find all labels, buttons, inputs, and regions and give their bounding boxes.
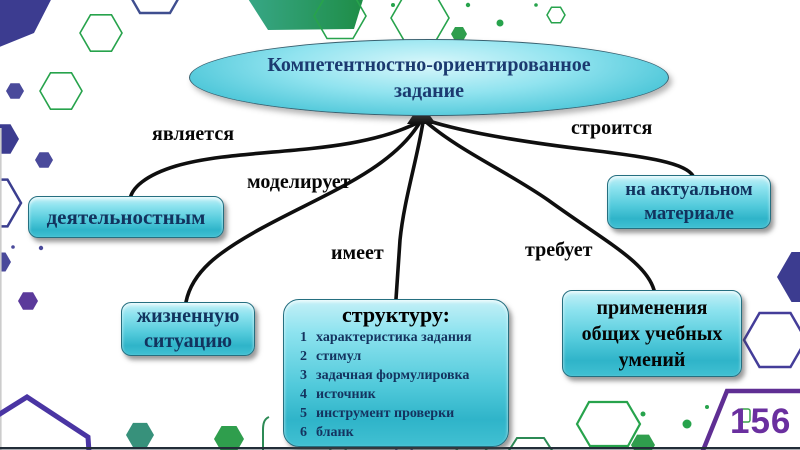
structure-item-number: 5 — [300, 406, 307, 421]
structure-item-text: бланк — [316, 425, 354, 440]
hexagon-filled-decoration — [214, 426, 244, 450]
dot-decoration — [38, 245, 44, 251]
structure-item-text: источник — [316, 387, 376, 402]
connector-curve-requires — [423, 119, 656, 292]
connector-label-requires: требует — [525, 239, 593, 261]
connector-label-models: моделирует — [247, 171, 351, 193]
dot-decoration — [11, 245, 15, 249]
green-dot-decoration — [391, 3, 395, 7]
node-line: применения — [596, 296, 708, 319]
node-line: на актуальном — [625, 179, 753, 201]
green-dot-decoration — [496, 19, 504, 27]
hexagon-outline-decoration — [508, 437, 553, 450]
hexagon-filled-decoration — [18, 292, 38, 310]
hexagon-outline-decoration — [0, 178, 23, 228]
hexagon-outline-decoration — [79, 14, 123, 53]
hexagon-filled-decoration — [0, 124, 19, 154]
hexagon-filled-decoration — [0, 0, 51, 47]
connector-label-built-on: строится — [571, 117, 653, 139]
hexagon-outline-decoration — [313, 0, 367, 40]
structure-items: 1 характеристика задания 2 стимул 3 зада… — [284, 327, 508, 442]
purple-corner-line — [700, 388, 800, 450]
hexagon-outline-decoration — [390, 0, 450, 44]
structure-item-text: стимул — [316, 349, 362, 364]
hexagon-filled-decoration — [631, 434, 655, 450]
node-line: ситуацию — [143, 330, 233, 352]
node-line: материале — [644, 203, 734, 224]
title-ellipse: Компетентностно-ориентированное задание — [189, 39, 669, 116]
structure-item-row: 2 стимул — [295, 347, 504, 366]
structure-item-number: 6 — [300, 425, 307, 440]
green-dot-decoration — [640, 411, 646, 417]
node-life-situation: жизненную ситуацию — [121, 302, 255, 356]
structure-title: структуру: — [342, 302, 450, 327]
connector-curve-models — [184, 120, 422, 304]
structure-item-row: 6 бланк — [295, 423, 504, 442]
title-line-2: задание — [393, 79, 465, 102]
structure-item-text: инструмент проверки — [316, 406, 455, 421]
hexagon-filled-decoration — [777, 252, 800, 302]
hexagon-outline-decoration — [262, 416, 270, 450]
hexagon-outline-decoration — [575, 400, 642, 448]
structure-item-number: 1 — [300, 330, 307, 345]
node-line: общих учебных — [581, 322, 723, 345]
hexagon-filled-decoration — [35, 152, 53, 168]
connector-label-is: является — [152, 123, 235, 145]
square-outline-decoration — [738, 408, 751, 423]
hexagon-filled-decoration — [6, 83, 24, 99]
connector-label-has: имеет — [331, 242, 384, 264]
green-dot-decoration — [682, 419, 692, 429]
structure-item-text: характеристика задания — [316, 330, 472, 345]
hexagon-filled-decoration — [126, 422, 154, 448]
hexagon-outline-decoration — [131, 0, 179, 15]
connector-curve-is — [128, 119, 423, 202]
structure-box: структуру: 1 характеристика задания 2 ст… — [283, 299, 509, 447]
green-dot-decoration — [705, 405, 709, 409]
connector-curve-has — [394, 120, 425, 301]
structure-item-row: 5 инструмент проверки — [295, 404, 504, 423]
hexagon-outline-decoration — [0, 394, 92, 450]
structure-item-number: 3 — [300, 368, 307, 383]
structure-item-text: задачная формулировка — [316, 368, 470, 383]
structure-item-row: 4 источник — [295, 385, 504, 404]
hexagon-outline-decoration — [39, 72, 83, 110]
node-actual-material: на актуальном материале — [607, 175, 771, 229]
structure-item-number: 4 — [300, 387, 307, 402]
node-line: деятельностным — [46, 204, 206, 229]
slide-bottom-border — [0, 447, 800, 450]
title-line-1: Компетентностно-ориентированное — [267, 53, 591, 76]
structure-item-number: 2 — [300, 349, 307, 364]
hexagon-filled-decoration — [451, 27, 467, 41]
page-number: 156 — [730, 402, 792, 441]
hexagon-filled-decoration — [0, 252, 11, 272]
trapezoid-decoration — [248, 0, 363, 30]
hexagon-outline-decoration — [742, 311, 800, 369]
structure-item-row: 3 задачная формулировка — [295, 366, 504, 385]
green-dot-decoration — [465, 2, 471, 8]
hexagon-outline-decoration — [546, 6, 566, 24]
connector-curve-built — [424, 118, 695, 178]
green-dot-decoration — [534, 3, 538, 7]
node-line: умений — [618, 348, 686, 371]
connector-curves — [128, 118, 695, 304]
node-activity-based: деятельностным — [28, 196, 224, 238]
slide-left-edge — [0, 128, 2, 450]
structure-item-row: 1 характеристика задания — [295, 328, 504, 347]
node-line: жизненную — [136, 305, 240, 327]
node-general-skills: применения общих учебных умений — [562, 290, 742, 377]
